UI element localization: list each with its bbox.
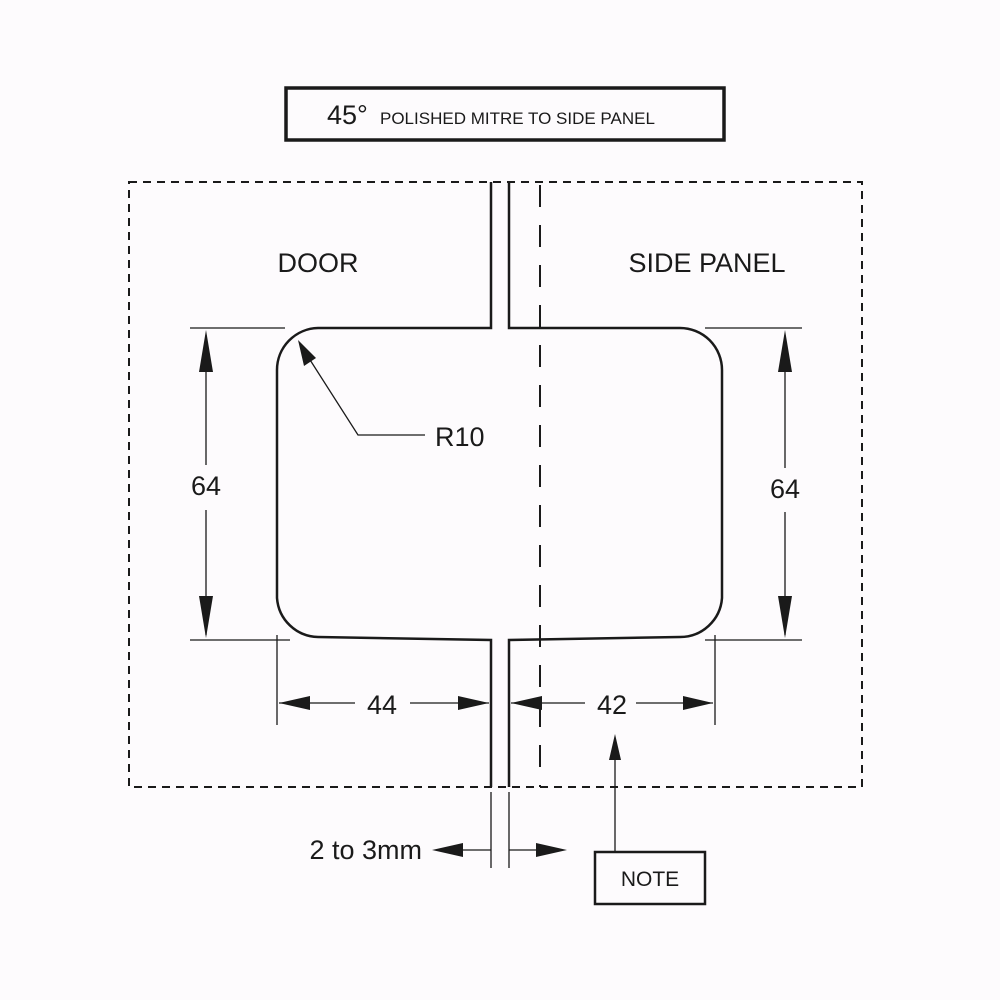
title-box: 45° POLISHED MITRE TO SIDE PANEL <box>284 86 726 142</box>
note-label: NOTE <box>621 868 679 891</box>
panel-width-dimension: 42 <box>511 635 716 725</box>
left-height-dimension: 64 <box>190 327 290 641</box>
gap-dimension: 2 to 3mm <box>309 792 567 868</box>
door-cutout <box>275 182 493 787</box>
radius-label: R10 <box>435 422 485 452</box>
door-width-dimension: 44 <box>276 635 489 725</box>
right-height-value: 64 <box>770 474 800 504</box>
gap-value: 2 to 3mm <box>309 835 422 865</box>
radius-leader: R10 <box>298 340 485 452</box>
side-panel-label: SIDE PANEL <box>628 248 785 278</box>
door-width-value: 44 <box>367 690 397 720</box>
left-height-value: 64 <box>191 471 221 501</box>
title-degree: 45° <box>327 100 368 130</box>
note-callout: NOTE <box>593 734 707 906</box>
door-label: DOOR <box>278 248 359 278</box>
panel-width-value: 42 <box>597 690 627 720</box>
glass-outline <box>128 181 863 788</box>
side-panel-cutout <box>507 182 724 787</box>
right-height-dimension: 64 <box>705 327 802 641</box>
title-text: POLISHED MITRE TO SIDE PANEL <box>380 109 655 128</box>
